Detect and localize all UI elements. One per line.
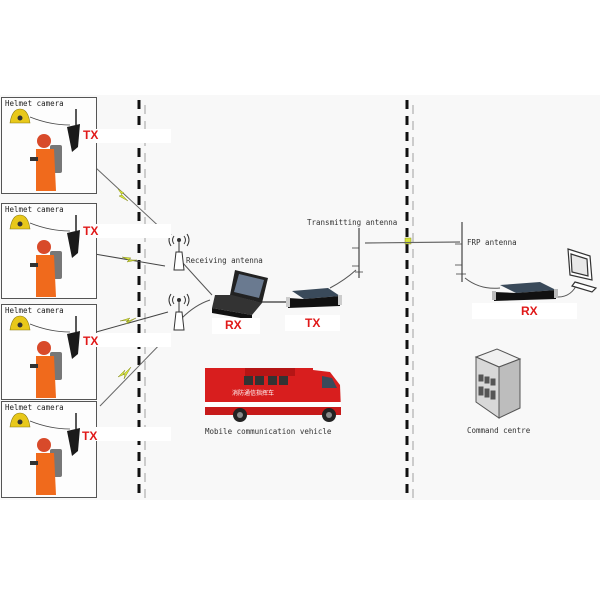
firefighter-hand-icon bbox=[30, 263, 38, 267]
cable-tx-antenna bbox=[329, 269, 357, 289]
firefighter-icon bbox=[36, 149, 56, 191]
camera-cable bbox=[29, 116, 71, 126]
tx-label: TX bbox=[83, 334, 99, 348]
receiving-antenna-label: Receiving antenna bbox=[186, 256, 263, 265]
transmitter-icon bbox=[67, 230, 80, 258]
tx-label-strip bbox=[96, 129, 171, 143]
firefighter-icon bbox=[36, 255, 56, 297]
monitor-icon bbox=[567, 248, 598, 293]
rx-rack-unit-icon bbox=[492, 282, 558, 301]
lightning-icon bbox=[117, 188, 412, 380]
tx-label: TX bbox=[83, 224, 99, 238]
firefighter-helmet-icon bbox=[37, 438, 51, 452]
firefighter-helmet-icon bbox=[37, 240, 51, 254]
camera-cable bbox=[29, 222, 71, 232]
tx-label-strip bbox=[96, 224, 171, 238]
tx-label-strip bbox=[96, 427, 171, 441]
cable-frp-rx bbox=[464, 277, 501, 289]
firefighter-unit bbox=[9, 412, 80, 495]
tx-label: TX bbox=[82, 429, 98, 443]
frp-antenna-icon bbox=[455, 222, 466, 282]
command-centre-caption: Command centre bbox=[467, 426, 531, 435]
vehicle-tx-label: TX bbox=[305, 316, 321, 330]
tx-label-strip bbox=[96, 333, 171, 347]
firefighter-helmet-icon bbox=[37, 341, 51, 355]
vehicle-rx-label: RX bbox=[225, 318, 242, 332]
rx-label-strip bbox=[472, 303, 577, 319]
transmitter-icon bbox=[67, 124, 80, 152]
firefighter-hand-icon bbox=[30, 157, 38, 161]
firefighter-icon bbox=[36, 356, 56, 398]
transmitting-antenna-label: Transmitting antenna bbox=[307, 218, 398, 227]
helmet-camera-label: Helmet camera bbox=[5, 205, 64, 214]
camera-lens-icon bbox=[17, 322, 23, 328]
helmet-camera-label: Helmet camera bbox=[5, 306, 64, 315]
tx-label-strip bbox=[285, 315, 340, 331]
vehicle-caption: Mobile communication vehicle bbox=[205, 427, 332, 436]
frp-antenna-label: FRP antenna bbox=[467, 238, 517, 247]
receiving-antenna-icon bbox=[168, 293, 190, 331]
firefighter-unit bbox=[9, 214, 80, 297]
vehicle-side-text: 消防通信指挥车 bbox=[232, 390, 275, 397]
firefighter-icon bbox=[36, 453, 56, 495]
command-rx-label: RX bbox=[521, 304, 538, 318]
transmitter-icon bbox=[67, 428, 80, 456]
firefighter-unit bbox=[9, 315, 80, 398]
camera-lens-icon bbox=[17, 115, 23, 121]
tx-rack-unit-icon bbox=[286, 288, 342, 308]
cable-antenna2-rx bbox=[181, 299, 211, 319]
transmitter-icon bbox=[67, 331, 80, 359]
portable-receiver-icon bbox=[212, 270, 268, 320]
rx-label-strip bbox=[212, 318, 260, 334]
camera-lens-icon bbox=[17, 221, 23, 227]
link-4 bbox=[99, 335, 169, 407]
camera-lens-icon bbox=[17, 419, 23, 425]
firefighter-hand-icon bbox=[30, 461, 38, 465]
firefighter-unit bbox=[9, 108, 80, 191]
command-building-icon bbox=[474, 348, 522, 419]
camera-cable bbox=[29, 420, 71, 430]
helmet-camera-label: Helmet camera bbox=[5, 403, 64, 412]
firefighter-helmet-icon bbox=[37, 134, 51, 148]
tx-label: TX bbox=[83, 128, 99, 142]
camera-cable bbox=[29, 323, 71, 333]
cable-antenna1-rx bbox=[181, 261, 213, 296]
firefighter-hand-icon bbox=[30, 364, 38, 368]
helmet-camera-label: Helmet camera bbox=[5, 99, 64, 108]
microwave-link bbox=[364, 241, 461, 244]
transmitting-antenna-icon bbox=[352, 228, 363, 278]
fire-truck-icon bbox=[205, 368, 341, 422]
